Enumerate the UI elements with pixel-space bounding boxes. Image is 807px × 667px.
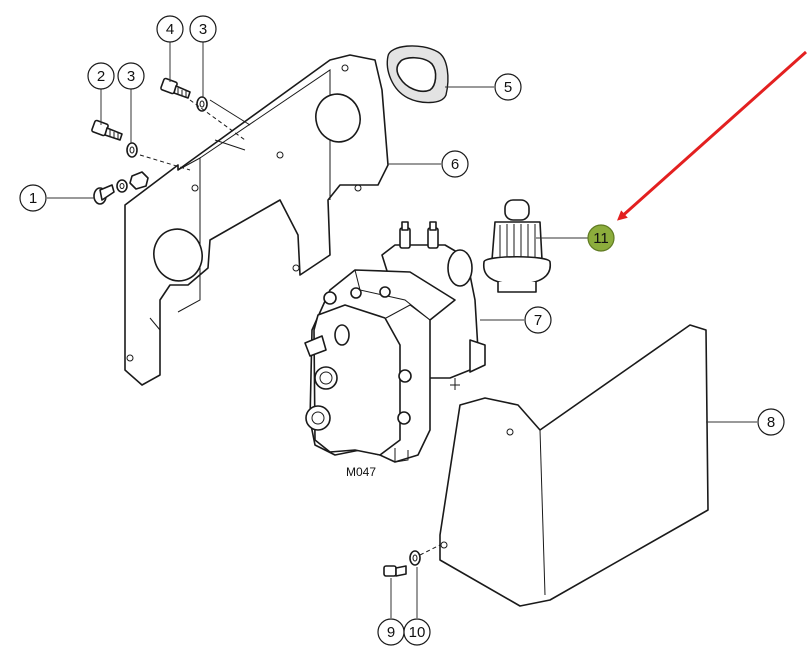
pump-motor-unit bbox=[304, 221, 486, 463]
callout-11-highlighted: 11 bbox=[587, 224, 615, 252]
washer-part-1 bbox=[116, 179, 128, 193]
callout-3-upper: 3 bbox=[189, 15, 217, 43]
callout-10: 10 bbox=[403, 618, 431, 646]
svg-text:2: 2 bbox=[97, 68, 105, 85]
bolt-part-1 bbox=[93, 184, 115, 205]
bolt-part-2 bbox=[91, 119, 123, 141]
bolt-part-4 bbox=[160, 77, 191, 99]
svg-text:11: 11 bbox=[593, 230, 609, 247]
washer-part-3-upper bbox=[196, 96, 208, 112]
callout-6: 6 bbox=[441, 150, 469, 178]
relay-part-11 bbox=[483, 199, 551, 293]
callout-3-lower: 3 bbox=[117, 62, 145, 90]
nut-part-1 bbox=[129, 171, 149, 190]
bolt-part-9 bbox=[383, 565, 407, 577]
callout-2: 2 bbox=[87, 62, 115, 90]
red-pointer-arrow bbox=[617, 50, 807, 221]
callout-5: 5 bbox=[494, 73, 522, 101]
spring-washer-part-5 bbox=[386, 45, 449, 104]
callout-7: 7 bbox=[524, 306, 552, 334]
part-code-label: M047 bbox=[346, 465, 376, 479]
svg-text:7: 7 bbox=[534, 312, 542, 329]
callout-1: 1 bbox=[19, 184, 47, 212]
mounting-bracket bbox=[124, 54, 389, 386]
svg-text:10: 10 bbox=[409, 624, 426, 641]
svg-text:8: 8 bbox=[767, 414, 775, 431]
callout-9: 9 bbox=[377, 618, 405, 646]
callout-4: 4 bbox=[156, 15, 184, 43]
callout-8: 8 bbox=[757, 408, 785, 436]
washer-part-3-lower bbox=[126, 142, 138, 158]
cover-plate-part-8 bbox=[439, 324, 709, 607]
svg-text:3: 3 bbox=[199, 21, 207, 38]
svg-text:5: 5 bbox=[504, 79, 512, 96]
svg-text:6: 6 bbox=[451, 156, 459, 173]
washer-part-10 bbox=[409, 550, 421, 566]
svg-text:4: 4 bbox=[166, 21, 174, 38]
leader-lines bbox=[47, 42, 757, 618]
svg-text:3: 3 bbox=[127, 68, 135, 85]
svg-text:9: 9 bbox=[387, 624, 395, 641]
svg-text:1: 1 bbox=[29, 190, 37, 207]
